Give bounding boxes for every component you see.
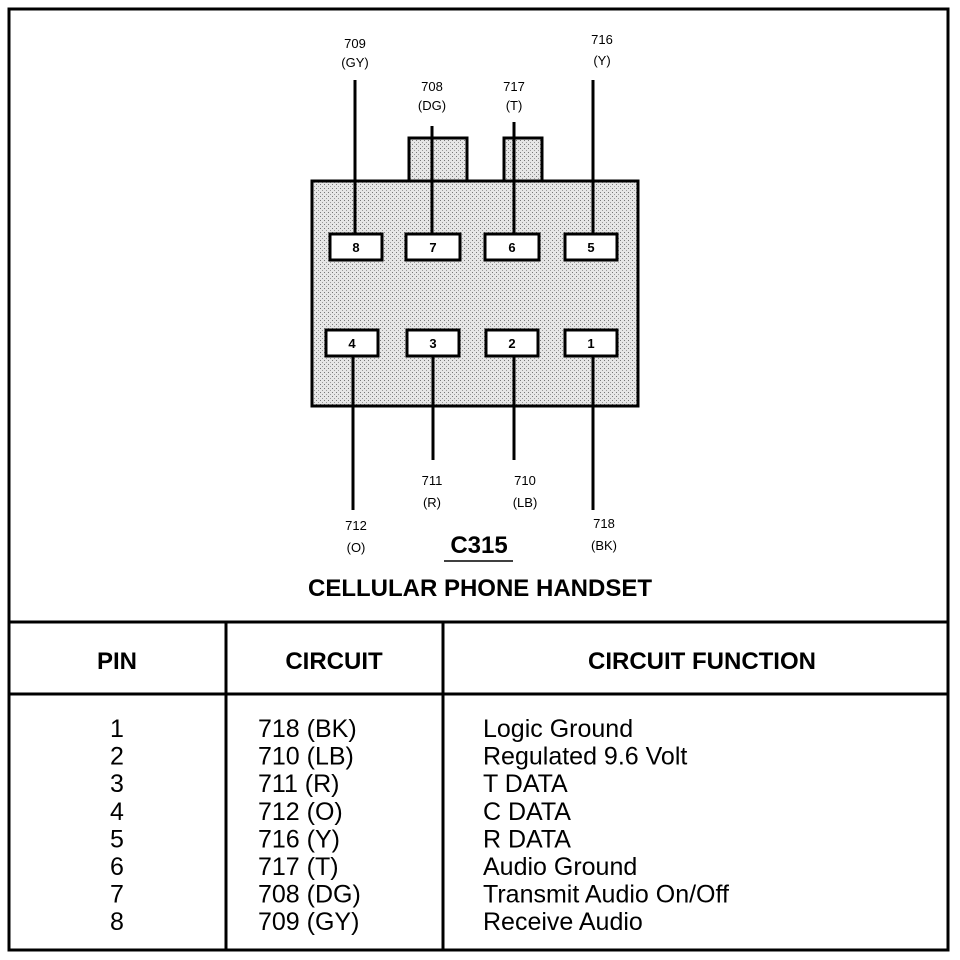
wire-label-circuit: 710 [514, 473, 536, 488]
wire-label-circuit: 718 [593, 516, 615, 531]
pin-table: PIN CIRCUIT CIRCUIT FUNCTION 1 718 (BK) Lo… [9, 622, 948, 950]
header-circuit: CIRCUIT [285, 648, 383, 675]
cell-function: Transmit Audio On/Off [483, 881, 729, 909]
pin-number: 3 [429, 336, 436, 351]
diagram-title: CELLULAR PHONE HANDSET [308, 575, 652, 602]
connector-body [310, 136, 640, 408]
pin-cavity-2: 2 [484, 328, 540, 358]
pin-number: 5 [587, 240, 594, 255]
table-row: 6 717 (T) Audio Ground [110, 853, 637, 881]
header-pin: PIN [97, 648, 137, 675]
wire-label-color: (O) [347, 540, 366, 555]
table-row: 7 708 (DG) Transmit Audio On/Off [110, 881, 729, 909]
wire-label-circuit: 709 [344, 36, 366, 51]
cell-function: C DATA [483, 798, 571, 826]
wire-label-color: (LB) [513, 495, 538, 510]
table-row: 8 709 (GY) Receive Audio [110, 908, 643, 936]
cell-pin: 5 [110, 825, 124, 853]
pin-cavity-5: 5 [563, 232, 619, 262]
wire-label-circuit: 711 [422, 473, 443, 488]
pin-cavity-8: 8 [328, 232, 384, 262]
table-row: 2 710 (LB) Regulated 9.6 Volt [110, 743, 687, 771]
pin-number: 7 [429, 240, 436, 255]
pin-cavity-1: 1 [563, 328, 619, 358]
cell-pin: 3 [110, 770, 124, 798]
wire-label-color: (GY) [341, 55, 368, 70]
cell-circuit: 708 (DG) [258, 881, 361, 909]
wire-label-circuit: 712 [345, 518, 367, 533]
wire-label-color: (R) [423, 495, 441, 510]
table-row: 3 711 (R) T DATA [110, 770, 568, 798]
pin-number: 4 [348, 336, 356, 351]
cell-function: Receive Audio [483, 908, 643, 936]
wire-label-circuit: 708 [421, 79, 443, 94]
connector-latch-left [407, 136, 469, 184]
cell-pin: 6 [110, 853, 124, 881]
cell-pin: 1 [110, 715, 124, 743]
cell-pin: 2 [110, 743, 124, 771]
wire-label-color: (Y) [593, 53, 610, 68]
connector-latch-right [502, 136, 544, 184]
connector-id: C315 [450, 532, 507, 559]
table-body: 1 718 (BK) Logic Ground 2 710 (LB) Regulated … [110, 715, 729, 936]
wire-label-circuit: 716 [591, 32, 613, 47]
cell-function: Audio Ground [483, 853, 637, 881]
cell-circuit: 711 (R) [258, 770, 340, 798]
cell-circuit: 710 (LB) [258, 743, 354, 771]
wire-label-color: (T) [506, 98, 523, 113]
pin-cavity-4: 4 [324, 328, 380, 358]
pin-number: 1 [587, 336, 594, 351]
wire-label-color: (BK) [591, 538, 617, 553]
wire-label-color: (DG) [418, 98, 446, 113]
connector-housing [310, 179, 640, 408]
table-row: 5 716 (Y) R DATA [110, 825, 571, 853]
cell-circuit: 717 (T) [258, 853, 339, 881]
pin-number: 8 [352, 240, 359, 255]
wire-label-circuit: 717 [503, 79, 525, 94]
cell-function: R DATA [483, 825, 571, 853]
cell-function: T DATA [483, 770, 568, 798]
cell-circuit: 718 (BK) [258, 715, 357, 743]
pin-cavity-3: 3 [405, 328, 461, 358]
pin-number: 2 [508, 336, 515, 351]
table-row: 1 718 (BK) Logic Ground [110, 715, 633, 743]
table-row: 4 712 (O) C DATA [110, 798, 571, 826]
outer-border [7, 7, 950, 952]
cell-circuit: 716 (Y) [258, 825, 340, 853]
pin-cavity-7: 7 [404, 232, 462, 262]
cell-pin: 4 [110, 798, 124, 826]
pin-number: 6 [508, 240, 515, 255]
cell-pin: 8 [110, 908, 124, 936]
header-circuit-function: CIRCUIT FUNCTION [588, 648, 816, 675]
cell-circuit: 709 (GY) [258, 908, 359, 936]
cell-pin: 7 [110, 881, 124, 909]
pin-cavity-6: 6 [483, 232, 541, 262]
cell-function: Regulated 9.6 Volt [483, 743, 687, 771]
cell-function: Logic Ground [483, 715, 633, 743]
cell-circuit: 712 (O) [258, 798, 343, 826]
